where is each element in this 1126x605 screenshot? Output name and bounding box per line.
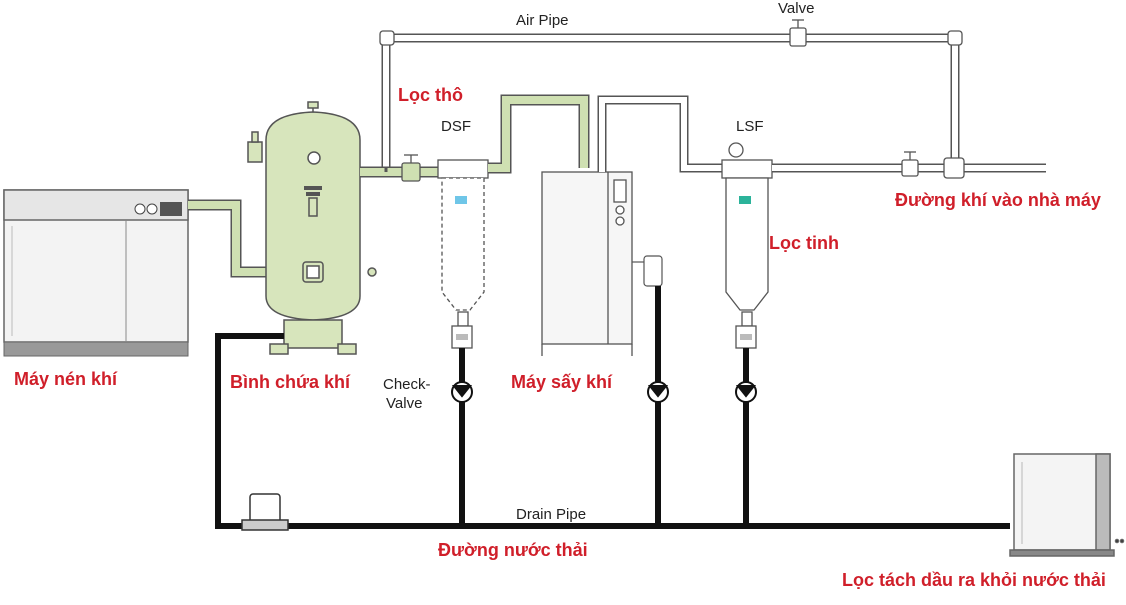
may-say-khi-label: Máy sấy khí — [511, 372, 613, 392]
top-valve — [789, 19, 807, 47]
tank-outlet-pipe — [360, 166, 440, 178]
loc-tinh-label: Lọc tinh — [769, 233, 839, 253]
tank-outlet-valve — [401, 154, 421, 182]
dsf-to-dryer-pipe — [488, 94, 590, 174]
check-valves — [451, 381, 757, 403]
dsf-filter — [437, 159, 489, 349]
air-receiver-tank — [247, 101, 377, 355]
oil-water-separator — [1009, 453, 1125, 557]
valve-label: Valve — [778, 0, 814, 17]
check-valve-label-line1: Check- — [383, 376, 431, 393]
duong-nuoc-thai-label: Đường nước thải — [438, 540, 588, 560]
air-pipe-label: Air Pipe — [516, 12, 569, 29]
drain-trap-unit — [241, 493, 289, 531]
binh-chua-khi-label: Bình chứa khí — [230, 372, 351, 392]
air-pipe-elbows — [379, 30, 963, 46]
lsf-label: LSF — [736, 118, 764, 135]
may-nen-khi-label: Máy nén khí — [14, 369, 118, 389]
compressor-outlet-pipe — [188, 199, 268, 278]
loc-tach-dau-label: Lọc tách dầu ra khỏi nước thải — [842, 570, 1106, 590]
drain-pipe-label: Drain Pipe — [516, 506, 586, 523]
air-compressor — [3, 189, 189, 357]
check-valve-label-line2: Valve — [386, 395, 422, 412]
air-dryer — [541, 171, 633, 356]
loc-tho-label: Lọc thô — [398, 85, 463, 105]
air-pipe-top-loop — [381, 33, 960, 168]
lsf-filter — [721, 142, 773, 349]
dryer-side-drain-trap — [632, 255, 663, 287]
outlet-valve — [901, 151, 965, 179]
duong-khi-vao-nha-may-label: Đường khí vào nhà máy — [895, 190, 1101, 210]
drain-pipe-network — [215, 286, 1010, 529]
dsf-label: DSF — [441, 118, 471, 135]
dryer-to-lsf-pipe — [597, 95, 740, 173]
